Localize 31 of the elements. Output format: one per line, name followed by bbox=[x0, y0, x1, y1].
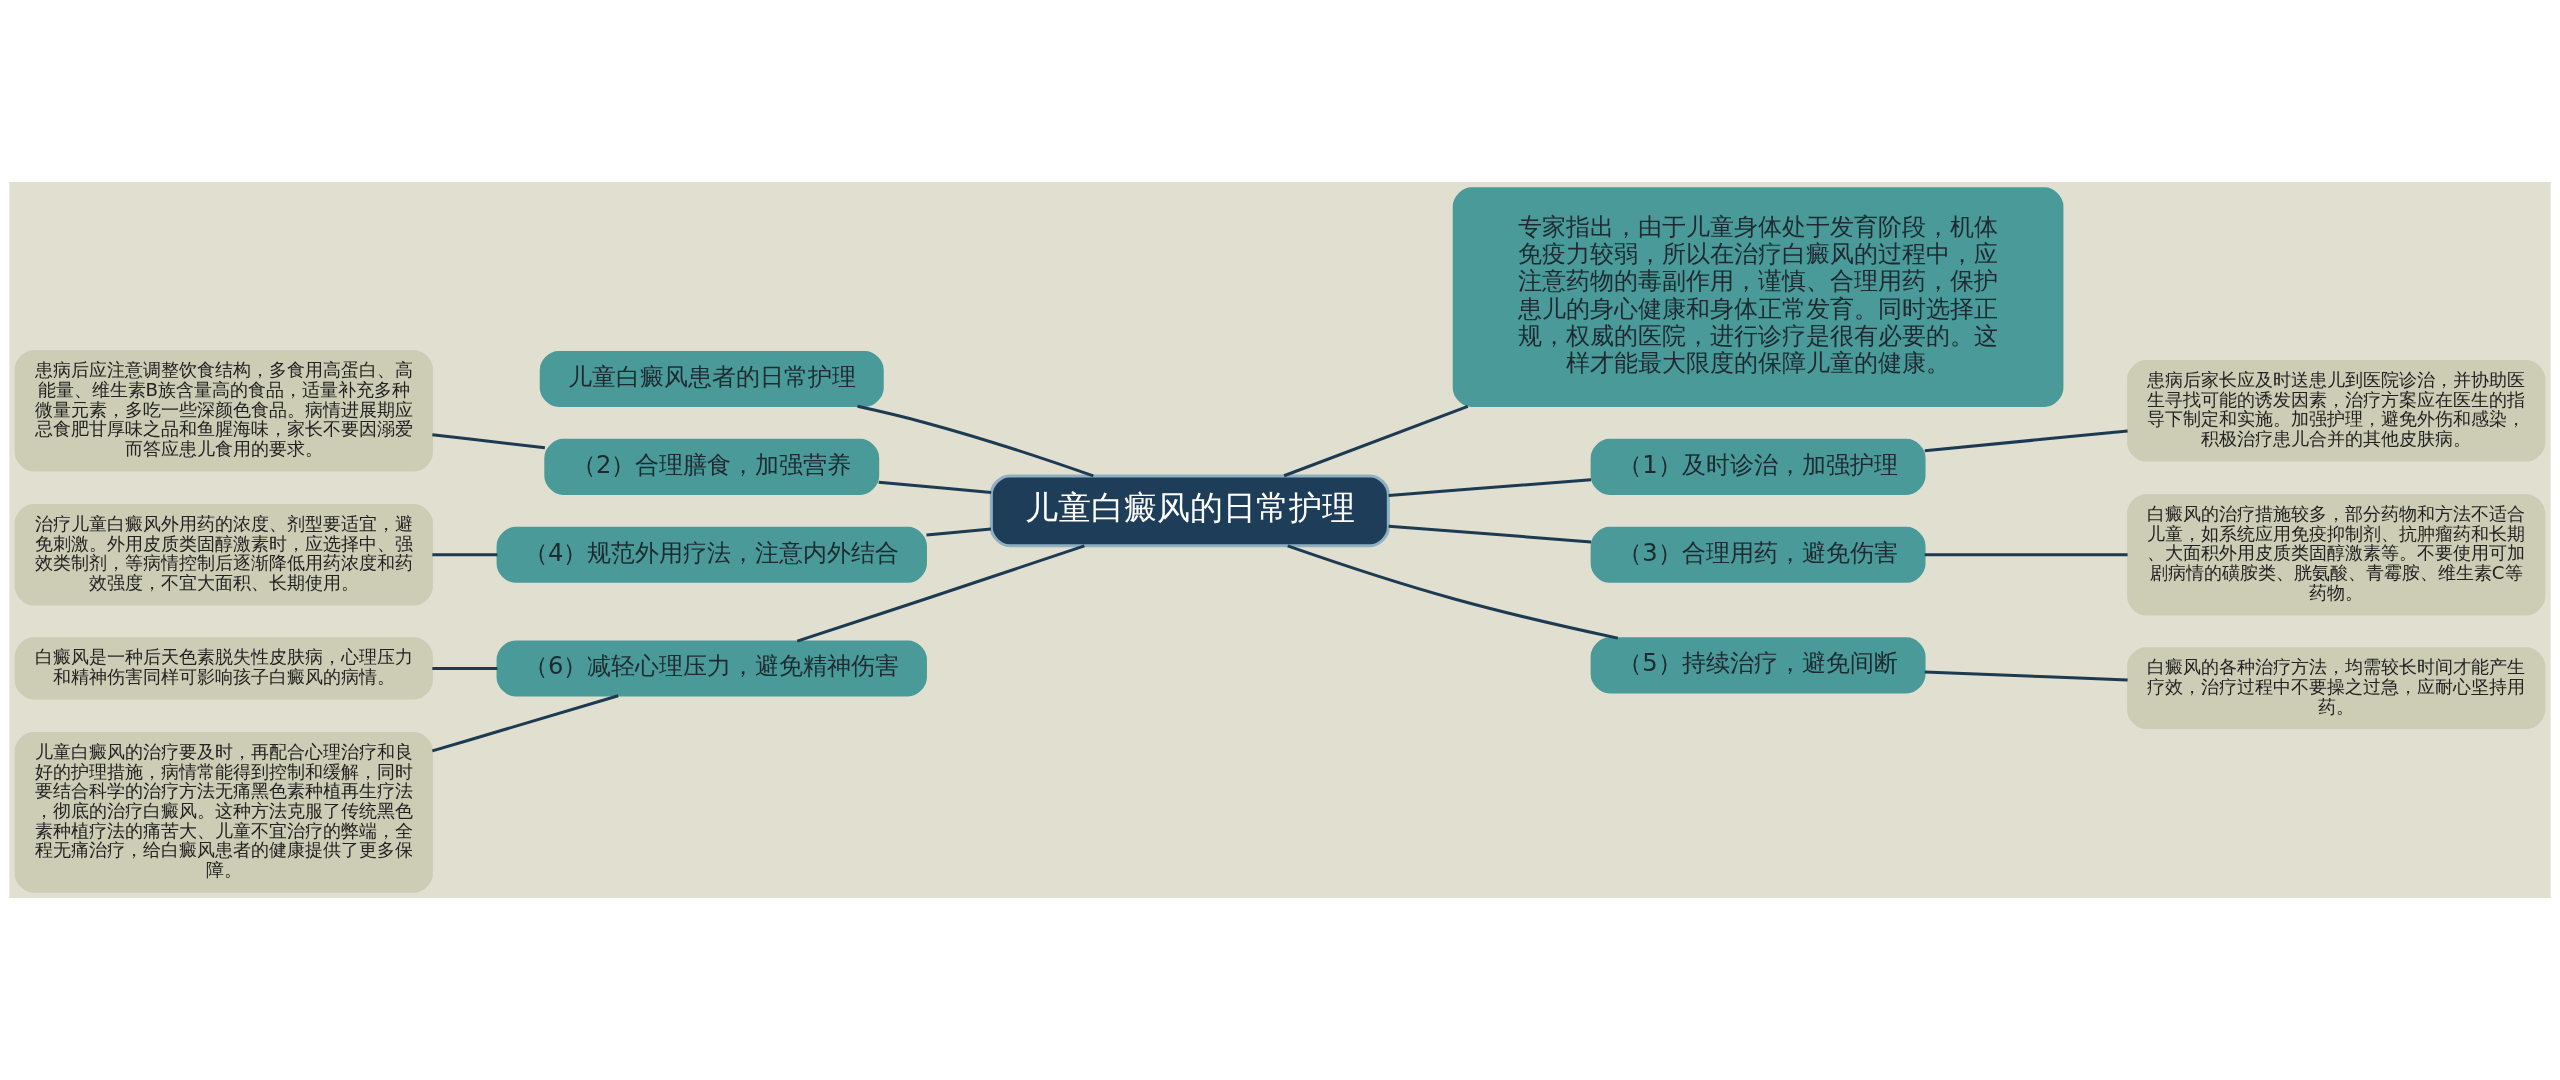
connector bbox=[1924, 670, 2128, 682]
connector bbox=[1388, 524, 1592, 544]
node-box: 患病后家长应及时送患儿到医院诊治，并协助医生寻找可能的诱发因素，治疗方案应在医生的指导下制定和实施。加强护理，避免外伤和感染，积极治疗患儿合并的其他皮肤病。 bbox=[2127, 360, 2546, 462]
node-box: 白癜风的各种治疗方法，均需较长时间才能产生疗效，治疗过程中不要操之过急，应耐心坚持用药。 bbox=[2127, 647, 2546, 730]
node-box: （5）持续治疗，避免间断 bbox=[1590, 637, 1926, 694]
connector bbox=[857, 404, 1094, 478]
connector bbox=[1924, 553, 2128, 557]
connector bbox=[1287, 544, 1619, 640]
node-box: 治疗儿童白癜风外用药的浓度、剂型要适宜，避免刺激。外用皮质类固醇激素时，应选择中、强效类制剂，等病情控制后逐渐降低用药浓度和药效强度，不宜大面积、长期使用。 bbox=[14, 504, 433, 606]
node-box: （4）规范外用疗法，注意内外结合 bbox=[496, 526, 927, 583]
node-box: 白癜风的治疗措施较多，部分药物和方法不适合儿童，如系统应用免疫抑制剂、抗肿瘤药和长期、大面积外用皮质类固醇激素等。不要使用可加剧病情的磺胺类、胱氨酸、青霉胺、维生素C等药物。 bbox=[2127, 494, 2546, 616]
node-box: （6）减轻心理压力，避免精神伤害 bbox=[496, 640, 927, 697]
connector bbox=[926, 527, 992, 537]
node-box: 儿童白癜风患者的日常护理 bbox=[539, 350, 884, 408]
connector bbox=[432, 433, 546, 450]
connector bbox=[1283, 404, 1469, 478]
node-box: 患病后应注意调整饮食结构，多食用高蛋白、高能量、维生素B族含量高的食品，适量补充多种微量元素，多吃一些深颜色食品。病情进展期应忌食肥甘厚味之品和鱼腥海味，家长不要因溺爱而答应患儿食用的要求。 bbox=[14, 350, 433, 472]
connector bbox=[1924, 429, 2128, 453]
node-box: 专家指出，由于儿童身体处于发育阶段，机体免疫力较弱，所以在治疗白癜风的过程中，应注意药物的毒副作用，谨慎、合理用药，保护患儿的身心健康和身体正常发育。同时选择正规，权威的医院，进行诊疗是很有必要的。这样才能最大限度的保障儿童的健康。 bbox=[1452, 187, 2064, 408]
connector bbox=[432, 666, 498, 670]
node-box: 儿童白癜风的日常护理 bbox=[989, 474, 1390, 548]
node-box: （3）合理用药，避免伤害 bbox=[1590, 526, 1926, 583]
node-box: （2）合理膳食，加强营养 bbox=[544, 438, 880, 495]
connector bbox=[432, 553, 498, 557]
connector bbox=[796, 544, 1085, 643]
node-box: （1）及时诊治，加强护理 bbox=[1590, 438, 1926, 495]
connector bbox=[1388, 478, 1592, 497]
connector bbox=[431, 694, 619, 753]
node-box: 白癜风是一种后天色素脱失性皮肤病，心理压力和精神伤害同样可影响孩子白癜风的病情。 bbox=[14, 637, 433, 700]
connector bbox=[878, 480, 992, 495]
node-box: 儿童白癜风的治疗要及时，再配合心理治疗和良好的护理措施，病情常能得到控制和缓解，同时要结合科学的治疗方法无痛黑色素种植再生疗法，彻底的治疗白癜风。这种方法克服了传统黑色素种植疗法的痛苦大、儿童不宜治疗的弊端，全程无痛治疗，给白癜风患者的健康提供了更多保障。 bbox=[14, 732, 433, 893]
